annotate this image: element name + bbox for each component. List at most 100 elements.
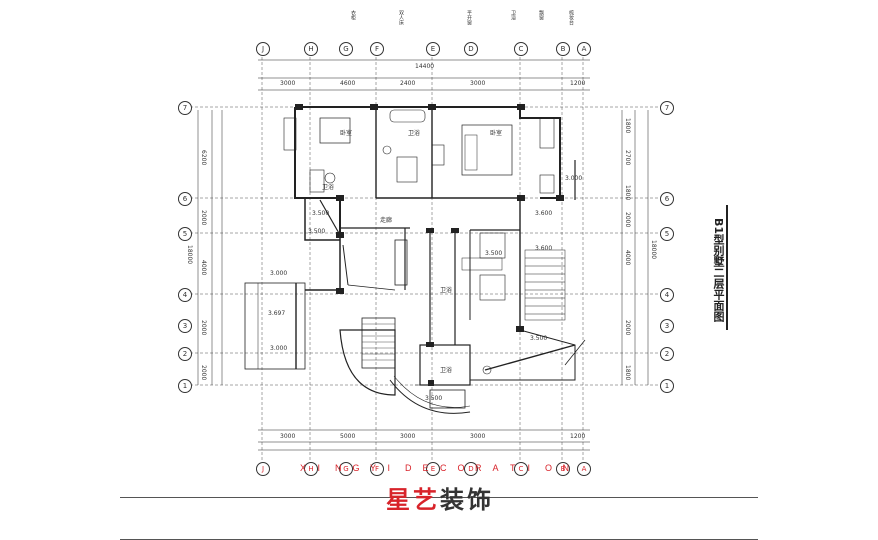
axis-bubble-top: A <box>577 42 591 56</box>
sub-brand-letter: I <box>317 463 321 473</box>
axis-bubble-top: J <box>256 42 270 56</box>
axis-bubble-left: 3 <box>178 319 192 333</box>
top-dim: 1200 <box>570 80 586 87</box>
axis-bubble-bottom: A <box>577 462 591 476</box>
axis-bubble-bottom: E <box>426 462 440 476</box>
axis-bubble-bottom: G <box>339 462 353 476</box>
bottom-dim: 1200 <box>570 433 586 440</box>
sub-brand-letter: I <box>387 463 391 473</box>
axis-bubble-bottom: F <box>370 462 384 476</box>
brand-part-2: 装饰 <box>440 486 494 514</box>
right-dim: 2000 <box>624 212 631 228</box>
top-dim: 4600 <box>340 80 356 87</box>
sub-brand-letter: D <box>405 463 412 473</box>
left-dim: 2000 <box>200 210 207 226</box>
room-label-bath_mid: 卫浴 <box>440 287 453 294</box>
top-note: 梳妆台 <box>568 10 574 25</box>
axis-bubble-bottom: J <box>256 462 270 476</box>
sub-brand-letter: G <box>352 463 360 473</box>
axis-bubble-bottom: D <box>464 462 478 476</box>
top-note: 卫浴 <box>510 10 516 20</box>
top-note: 衣柜 <box>350 10 356 20</box>
axis-bubble-top: G <box>339 42 353 56</box>
right-dim-total: 18000 <box>650 240 657 260</box>
sub-brand-letter: A <box>492 463 499 473</box>
axis-bubble-right: 5 <box>660 227 674 241</box>
elevation-label: 3.000 <box>270 270 288 277</box>
axis-bubble-right: 2 <box>660 347 674 361</box>
right-dim: 1800 <box>624 365 631 381</box>
axis-bubble-right: 7 <box>660 101 674 115</box>
room-label-bath_bottom: 卫浴 <box>440 367 453 374</box>
elevation-label: 3.500 <box>308 228 326 235</box>
left-dim-total: 18000 <box>186 245 193 265</box>
axis-bubble-right: 4 <box>660 288 674 302</box>
axis-bubble-bottom: H <box>304 462 318 476</box>
sub-brand-letter: N <box>335 463 342 473</box>
brand-logo: 星艺装饰 <box>340 480 540 515</box>
sub-brand-letter: T <box>510 463 516 473</box>
axis-bubble-top: F <box>370 42 384 56</box>
left-dim: 2000 <box>200 320 207 336</box>
title-underline <box>726 205 728 330</box>
axis-bubble-bottom: B <box>556 462 570 476</box>
sub-brand-letter: I <box>527 463 531 473</box>
room-label-bath_top: 卫浴 <box>408 130 421 137</box>
right-dim: 4000 <box>624 250 631 266</box>
right-dim: 1800 <box>624 185 631 201</box>
axis-bubble-top: B <box>556 42 570 56</box>
top-dim: 3000 <box>280 80 296 87</box>
elevation-label: 3.500 <box>425 395 443 402</box>
drawing-title: B1型别墅二层平面图 <box>712 217 725 323</box>
brand-part-1: 星艺 <box>386 486 440 514</box>
room-label-bed_top_left: 卧室 <box>340 130 353 137</box>
brand-line-left <box>120 497 758 498</box>
left-dim: 2000 <box>200 365 207 381</box>
elevation-label: 3.697 <box>268 310 286 317</box>
elevation-label: 3.000 <box>270 345 288 352</box>
bottom-dim: 3000 <box>400 433 416 440</box>
room-label-bed_top_right: 卧室 <box>490 130 503 137</box>
sub-brand-letter: X <box>300 463 307 473</box>
axis-bubble-top: H <box>304 42 318 56</box>
axis-bubble-left: 6 <box>178 192 192 206</box>
elevation-label: 3.500 <box>530 335 548 342</box>
sub-brand-letter: E <box>422 463 429 473</box>
axis-bubble-left: 5 <box>178 227 192 241</box>
axis-bubble-right: 3 <box>660 319 674 333</box>
elevation-label: 3.000 <box>565 175 583 182</box>
elevation-label: 3.600 <box>535 210 553 217</box>
axis-bubble-left: 4 <box>178 288 192 302</box>
axis-bubble-bottom: C <box>514 462 528 476</box>
axis-bubble-left: 7 <box>178 101 192 115</box>
sub-brand-letter: Y <box>370 463 377 473</box>
elevation-label: 3.500 <box>312 210 330 217</box>
sub-brand-letter: N <box>562 463 570 473</box>
sub-brand-letter: O <box>545 463 553 473</box>
axis-bubble-top: E <box>426 42 440 56</box>
top-dim: 3000 <box>470 80 486 87</box>
axis-bubble-top: C <box>514 42 528 56</box>
axis-bubble-left: 2 <box>178 347 192 361</box>
right-dim: 2000 <box>624 320 631 336</box>
axis-bubble-left: 1 <box>178 379 192 393</box>
sub-brand-letter: C <box>440 463 447 473</box>
elevation-label: 3.500 <box>485 250 503 257</box>
axis-bubble-right: 6 <box>660 192 674 206</box>
left-dim: 4000 <box>200 260 207 276</box>
top-dim: 2400 <box>400 80 416 87</box>
top-note: 双人床 <box>398 10 404 25</box>
axis-bubble-right: 1 <box>660 379 674 393</box>
room-label-hall: 走廊 <box>380 217 393 224</box>
sub-brand-letter: O <box>457 463 465 473</box>
bottom-dim: 5000 <box>340 433 356 440</box>
top-note: 平开窗 <box>466 10 472 25</box>
right-dim: 1800 <box>624 118 631 134</box>
left-dim: 6200 <box>200 150 207 166</box>
elevation-label: 3.600 <box>535 245 553 252</box>
bottom-dim: 3000 <box>470 433 486 440</box>
right-dim: 2700 <box>624 150 631 166</box>
sub-brand-letter: R <box>475 463 482 473</box>
